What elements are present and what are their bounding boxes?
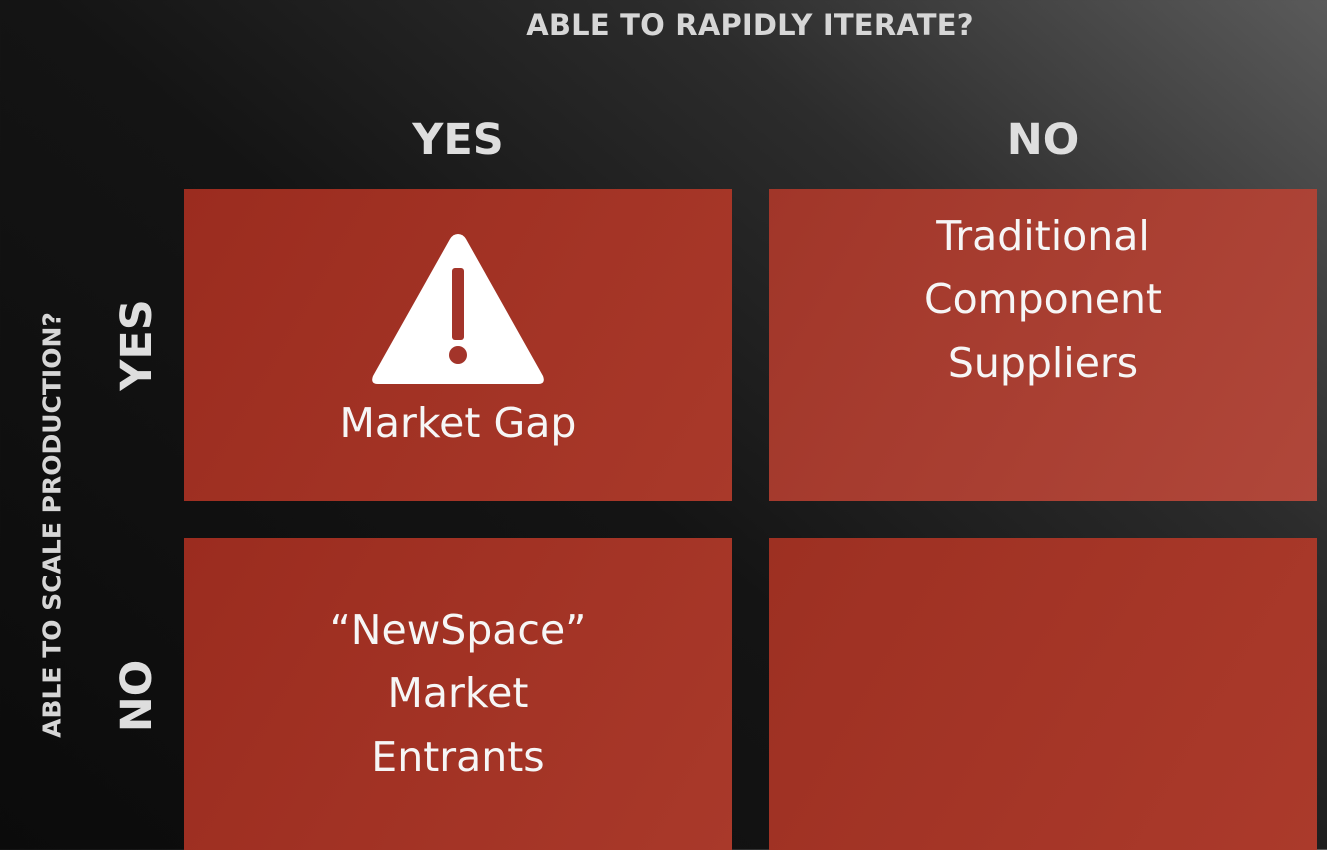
cell-text-line: Suppliers: [947, 338, 1139, 387]
x-axis-title: ABLE TO RAPIDLY ITERATE?: [526, 8, 974, 42]
quadrant-no-yes: “NewSpace” Market Entrants: [184, 538, 732, 850]
column-label-no: NO: [1006, 115, 1080, 165]
cell-text-line: Market: [387, 669, 529, 718]
cell-text-line: Market Gap: [339, 399, 577, 447]
cell-text-line: Component: [923, 275, 1163, 324]
newspace-entrants-label: “NewSpace” Market Entrants: [330, 599, 587, 790]
y-axis-title: ABLE TO SCALE PRODUCTION?: [37, 312, 67, 738]
warning-icon: [372, 234, 544, 384]
quadrant-no-no: [769, 538, 1317, 850]
row-label-yes: YES: [112, 299, 162, 391]
row-label-no: NO: [112, 659, 162, 733]
quadrant-yes-yes: Market Gap: [184, 189, 732, 501]
traditional-suppliers-label: Traditional Component Suppliers: [924, 205, 1162, 396]
quadrant-yes-no: Traditional Component Suppliers: [769, 189, 1317, 501]
column-label-yes: YES: [412, 115, 504, 165]
cell-text-line: Traditional: [936, 211, 1150, 260]
cell-text-line: Entrants: [371, 732, 545, 781]
market-gap-label: Market Gap: [340, 392, 577, 456]
cell-text-line: “NewSpace”: [329, 605, 587, 654]
